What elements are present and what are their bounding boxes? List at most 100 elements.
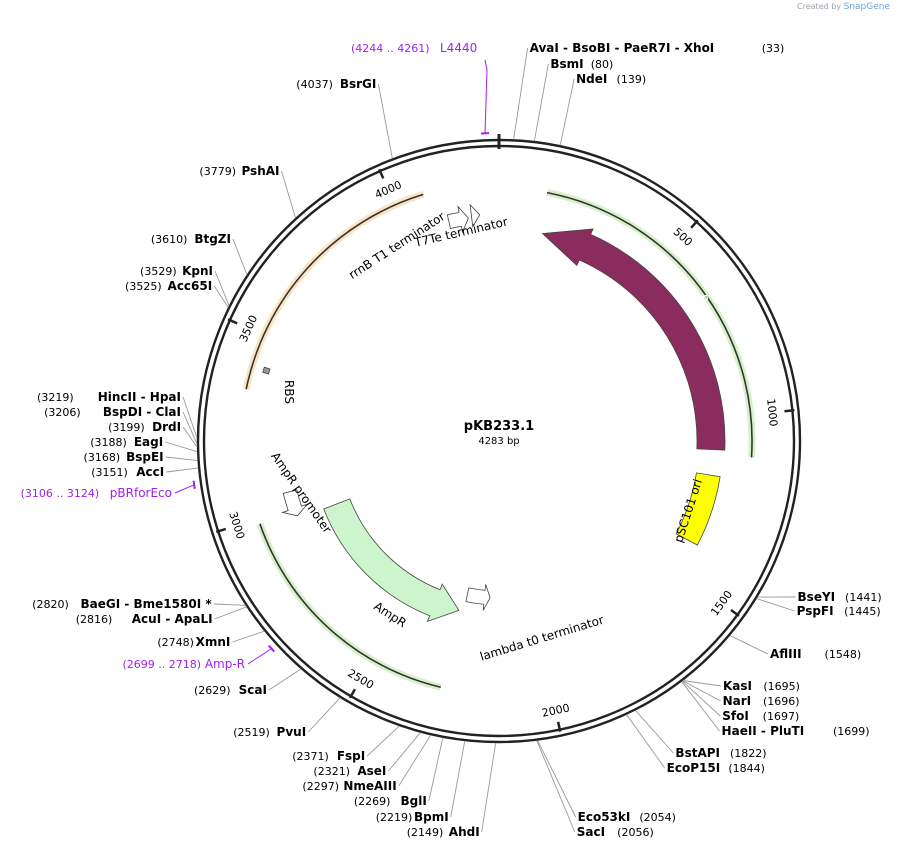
primer-l4440[interactable]: (4244 .. 4261)L4440 xyxy=(351,41,490,135)
site-pvui[interactable]: PvuI(2519) xyxy=(233,697,341,739)
site-bsmi[interactable]: BsmI(80) xyxy=(533,57,613,142)
site-pshai[interactable]: PshAI(3779) xyxy=(199,164,296,218)
site-ndei[interactable]: NdeI(139) xyxy=(559,72,646,146)
site-leader xyxy=(388,732,421,772)
site-name: BseYI xyxy=(798,590,836,604)
site-eco53ki[interactable]: Eco53kI(2054) xyxy=(537,740,676,824)
site-leader xyxy=(268,668,302,691)
primer-range: (2699 .. 2718) xyxy=(122,658,201,671)
tick-mark-1000 xyxy=(784,408,795,413)
tick-label-1000: 1000 xyxy=(764,398,780,427)
site-name: EagI xyxy=(134,435,163,449)
site-name: KasI xyxy=(723,679,752,693)
tick-mark-1500 xyxy=(730,609,740,617)
site-name: BsrGI xyxy=(340,77,377,91)
site-fspi[interactable]: FspI(2371) xyxy=(292,725,400,763)
site-name: HaeII - PluTI xyxy=(722,724,805,738)
site-pspfi[interactable]: PspFI(1445) xyxy=(756,598,881,618)
tick-mark-500 xyxy=(690,219,699,229)
orf-glow xyxy=(242,191,425,390)
site-eagi[interactable]: EagI(3188) xyxy=(90,435,198,453)
feature-psc101-ori[interactable] xyxy=(675,472,721,546)
site-position: (3168) xyxy=(84,451,121,464)
plasmid-length: 4283 bp xyxy=(478,436,519,447)
site-leader xyxy=(182,396,198,439)
feature-lambda-t0-terminator[interactable] xyxy=(465,584,491,611)
site-position: (3151) xyxy=(91,466,128,479)
site-position: (2149) xyxy=(407,826,444,839)
site-leader xyxy=(182,426,198,448)
feature-rbs[interactable] xyxy=(262,366,271,375)
feature-rrnb-t1-terminator[interactable] xyxy=(446,205,469,234)
tick-label-1500: 1500 xyxy=(708,588,735,618)
primer-pbrforeco[interactable]: pBRforEco(3106 .. 3124) xyxy=(21,480,196,500)
site-bspei[interactable]: BspEI(3168) xyxy=(84,450,198,464)
site-asei[interactable]: AseI(2321) xyxy=(313,732,421,778)
feature-t7te-terminator[interactable] xyxy=(469,203,481,228)
site-haeii[interactable]: HaeII - PluTI(1699) xyxy=(681,681,870,738)
site-sfoi[interactable]: SfoI(1697) xyxy=(681,680,799,723)
tick-label-2000: 2000 xyxy=(541,701,571,719)
primer-amp-r[interactable]: Amp-R(2699 .. 2718) xyxy=(122,644,275,671)
center-label: pKB233.1 4283 bp xyxy=(464,419,534,447)
site-avai[interactable]: AvaI - BsoBI - PaeR7I - XhoI(33) xyxy=(513,41,785,140)
site-bstapi[interactable]: BstAPI(1822) xyxy=(635,710,767,760)
site-position: (2816) xyxy=(76,613,113,626)
site-leader xyxy=(428,737,444,802)
site-name: NdeI xyxy=(576,72,607,86)
site-ahdi[interactable]: AhdI(2149) xyxy=(407,742,497,839)
site-position: (1696) xyxy=(763,695,800,708)
primer-layer: (4244 .. 4261)L4440 pBRforEco(3106 .. 312… xyxy=(21,41,490,671)
site-name: AflIII xyxy=(770,647,802,661)
site-leader xyxy=(166,467,199,473)
site-bsrgi[interactable]: BsrGI(4037) xyxy=(296,77,393,159)
site-leader xyxy=(536,740,576,833)
site-acc65i[interactable]: Acc65I(3525) xyxy=(125,279,229,308)
orf-arc xyxy=(259,523,441,688)
feature-rep101[interactable] xyxy=(541,228,726,451)
site-name: EcoP15I xyxy=(667,761,721,775)
site-saci[interactable]: SacI(2056) xyxy=(536,740,654,839)
primer-leader xyxy=(174,484,195,494)
site-drdi[interactable]: DrdI (3199) xyxy=(108,420,198,448)
site-leader xyxy=(559,78,575,146)
site-bseyi[interactable]: BseYI (1441) xyxy=(757,590,882,604)
site-leader xyxy=(165,441,198,453)
feature-ampr[interactable] xyxy=(323,498,460,622)
feature-label-ampr: AmpR xyxy=(371,599,409,630)
backbone xyxy=(196,134,802,744)
site-leader xyxy=(281,170,296,218)
site-position: (1441) xyxy=(845,591,882,604)
site-xmni[interactable]: XmnI(2748) xyxy=(157,630,265,649)
site-nari[interactable]: NarI(1696) xyxy=(682,680,800,708)
primer-range: (3106 .. 3124) xyxy=(21,487,100,500)
site-position: (1822) xyxy=(730,747,767,760)
site-name: BglI xyxy=(401,794,427,808)
site-leader xyxy=(537,740,577,818)
site-name: DrdI xyxy=(152,420,181,434)
site-nmeaiii[interactable]: NmeAIII(2297) xyxy=(302,734,432,793)
site-acui[interactable]: AcuI - ApaLI(2816) xyxy=(76,606,247,626)
site-leader xyxy=(398,734,432,787)
site-position: (1695) xyxy=(763,680,800,693)
site-scai[interactable]: ScaI(2629) xyxy=(194,668,302,697)
site-baegi[interactable]: BaeGI - Bme1580I *(2820) xyxy=(32,597,246,611)
site-acci[interactable]: AccI(3151) xyxy=(91,465,199,479)
site-leader xyxy=(450,740,466,818)
site-leader xyxy=(533,63,549,142)
site-btgzi[interactable]: BtgZI(3610) xyxy=(151,232,248,275)
feature-ampr-promoter[interactable] xyxy=(280,489,309,517)
tick-label-2500: 2500 xyxy=(345,667,376,692)
site-bgli[interactable]: BglI(2269) xyxy=(354,737,444,808)
site-position: (3199) xyxy=(108,421,145,434)
site-afliii[interactable]: AflIII(1548) xyxy=(729,635,861,661)
site-ecop15i[interactable]: EcoP15I(1844) xyxy=(626,714,765,775)
site-hincii[interactable]: HincII - HpaI(3219) xyxy=(37,390,198,439)
site-name: ScaI xyxy=(239,683,267,697)
site-bpmi[interactable]: BpmI(2219) xyxy=(376,740,466,824)
site-kpni[interactable]: KpnI(3529) xyxy=(140,264,230,306)
site-bspdi[interactable]: BspDI - ClaI(3206) xyxy=(44,405,198,444)
site-kasi[interactable]: KasI (1695) xyxy=(682,679,800,693)
site-position: (2056) xyxy=(617,826,654,839)
